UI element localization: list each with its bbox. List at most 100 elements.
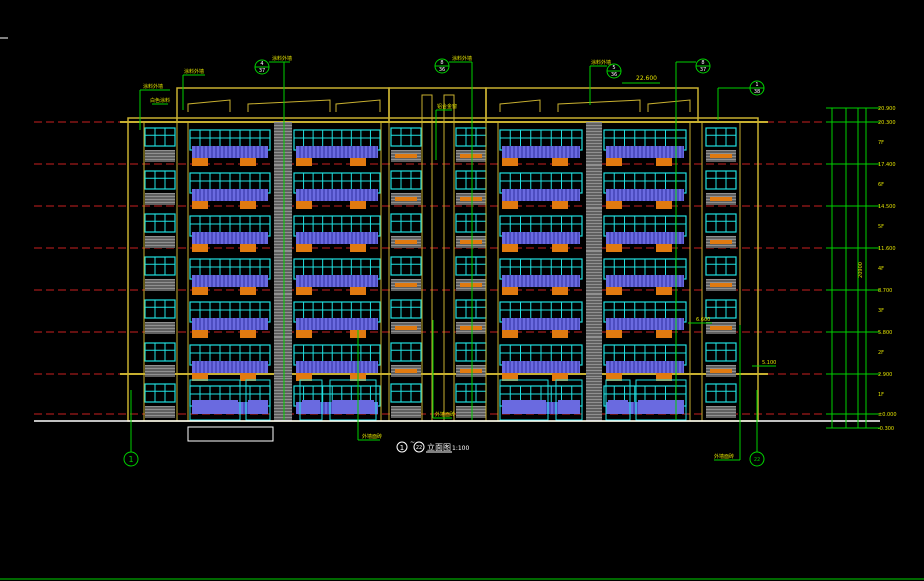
ac-platform [350,158,366,166]
ac-platform [502,373,518,381]
narrow-window [705,342,737,362]
narrow-window [390,170,422,190]
note-top-1: 涂料外墙 [184,68,204,75]
detail-ref-1-top: 4 [260,61,263,67]
ac-platform [606,287,622,295]
narrow-window [390,342,422,362]
drawing-title: 立面图 [427,442,451,452]
elevation-label: ±0.000 [878,412,897,418]
stair-bay-hatch [274,251,292,294]
narrow-bay-hatch [391,406,421,418]
roof-level-marker: 22.600 [636,75,657,82]
narrow-bay-hatch [145,322,175,334]
detail-ref-4-bottom: 37 [700,67,706,73]
ground-shopfront [605,379,631,421]
narrow-bay-hatch [145,193,175,205]
ac-platform [552,287,568,295]
ac-platform [296,244,312,252]
ground-shopfront [189,379,241,421]
elevation-label: 20.900 [878,106,896,112]
narrow-window [705,213,737,233]
ground-shopfront [245,379,271,421]
ground-glass [502,400,546,414]
orange-band [395,154,417,158]
narrow-bay-hatch [145,150,175,162]
floor-label: 6F [878,182,884,188]
orange-band [395,240,417,244]
axis-label-start: 1 [128,455,133,464]
narrow-bay-hatch [145,236,175,248]
ground-glass [248,400,268,414]
ac-platform [606,373,622,381]
ac-platform [192,330,208,338]
ac-platform [502,158,518,166]
title-axis-start: 1 [400,444,404,452]
title-tilde: ~ [410,439,415,446]
orange-band [395,326,417,330]
orange-band [460,326,482,330]
ac-platform [296,373,312,381]
orange-band [460,283,482,287]
ac-platform [502,201,518,209]
balcony-glass-panel [192,232,268,244]
ac-platform [296,201,312,209]
ac-platform [552,201,568,209]
detail-ref-1-bottom: 37 [259,68,265,74]
narrow-window [144,213,176,233]
note-mid: 铝合金窗 [437,103,457,110]
orange-band [460,240,482,244]
ac-platform [350,244,366,252]
stair-bay-hatch [586,208,602,251]
elevation-label: 2.900 [878,372,892,378]
ac-platform [606,201,622,209]
narrow-window [144,127,176,147]
ac-platform [240,287,256,295]
ac-platform [192,201,208,209]
ground-glass [558,400,580,414]
stair-bay-hatch [586,165,602,208]
axis-label-end: 22 [754,457,760,463]
ground-glass [302,400,320,414]
dimension-column: 20.90020.30017.40014.50011.6008.7005.800… [826,106,897,432]
total-height-label: 20900 [858,262,864,278]
stair-bay-hatch [274,294,292,337]
axis-bubble-end [749,451,765,467]
elevation-label: 8.700 [878,288,892,294]
detail-ref-3-bottom: 36 [611,72,617,78]
ground-shopfront [329,379,377,421]
ac-platform [192,373,208,381]
ac-platform [240,158,256,166]
narrow-window [144,256,176,276]
balcony-glass-panel [192,275,268,287]
narrow-bay-hatch [145,365,175,377]
ac-platform [502,287,518,295]
narrow-window [390,383,422,403]
orange-band [460,154,482,158]
balcony-glass-panel [192,189,268,201]
right-level-marker: 5.100 [762,360,776,366]
roof-trim [187,99,231,112]
narrow-window [144,170,176,190]
ac-platform [656,287,672,295]
narrow-window [390,256,422,276]
note-top-3: 涂料外墙 [452,55,472,62]
narrow-window [144,299,176,319]
narrow-window [705,170,737,190]
floor-label: 4F [878,266,884,272]
ac-platform [606,330,622,338]
leader-callouts: 涂料外墙 白色涂料 涂料外墙 4 37 涂料外墙 8 36 涂料外墙 5 36 … [123,55,776,467]
detail-ref-3-top: 5 [612,65,615,71]
title-blank-box [187,426,274,442]
ac-platform [296,287,312,295]
orange-band [460,369,482,373]
title-axis-end-bubble [413,441,425,453]
ac-platform [192,287,208,295]
note-top-2: 涂料外墙 [272,55,292,62]
elevation-label: 20.300 [878,120,896,126]
note-left-1: 涂料外墙 [143,83,163,90]
roof-trim [647,99,691,112]
floor-label: 2F [878,350,884,356]
ground-shopfront [555,379,583,421]
ac-platform [656,201,672,209]
narrow-bay-hatch [706,406,736,418]
